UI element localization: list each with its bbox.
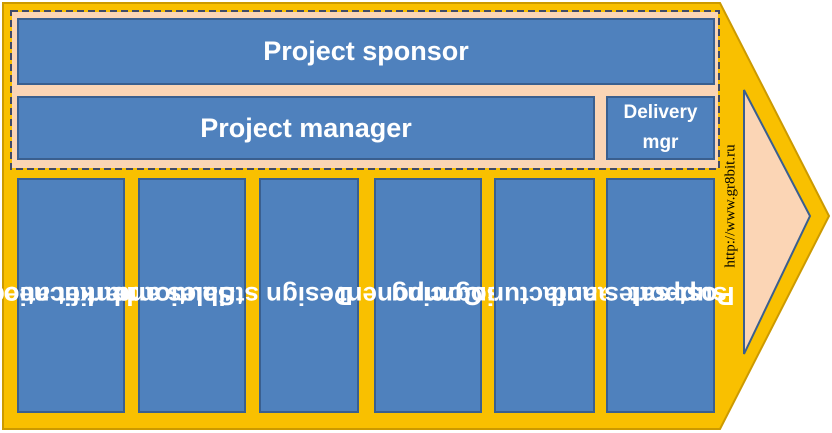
activity-manufacturing: Manufacturing [455,178,634,413]
activity-sales-distribution: Sales and distribution [113,178,282,413]
activity-label: Sales and distribution [113,280,282,311]
delivery-manager-label-line1: Delivery [623,102,698,123]
activity-label: Design [265,280,353,311]
activity-component-sourcing: Component sourcing [337,178,501,413]
delivery-manager-label-line2: mgr [642,132,679,153]
management-dashed-outline [10,10,720,170]
project-manager-label: Project manager [200,112,412,143]
project-manager-box: Project manager [17,96,595,160]
activity-design: Design [259,178,359,413]
project-sponsor-box: Project sponsor [17,18,715,85]
inner-arrow-band [743,89,812,355]
delivery-manager-box: Delivery mgr [606,96,715,160]
activity-label: Identification of the market need [0,280,189,311]
activity-market-need: Identification of the market need [0,178,189,413]
watermark-url-text: http://www.gr8bit.ru [722,144,739,268]
activity-post-sales-support: Post-sales and support [550,178,735,413]
project-sponsor-label: Project sponsor [263,36,469,66]
activity-label: Component sourcing [337,280,501,311]
activity-label: Post-sales and support [550,280,735,311]
